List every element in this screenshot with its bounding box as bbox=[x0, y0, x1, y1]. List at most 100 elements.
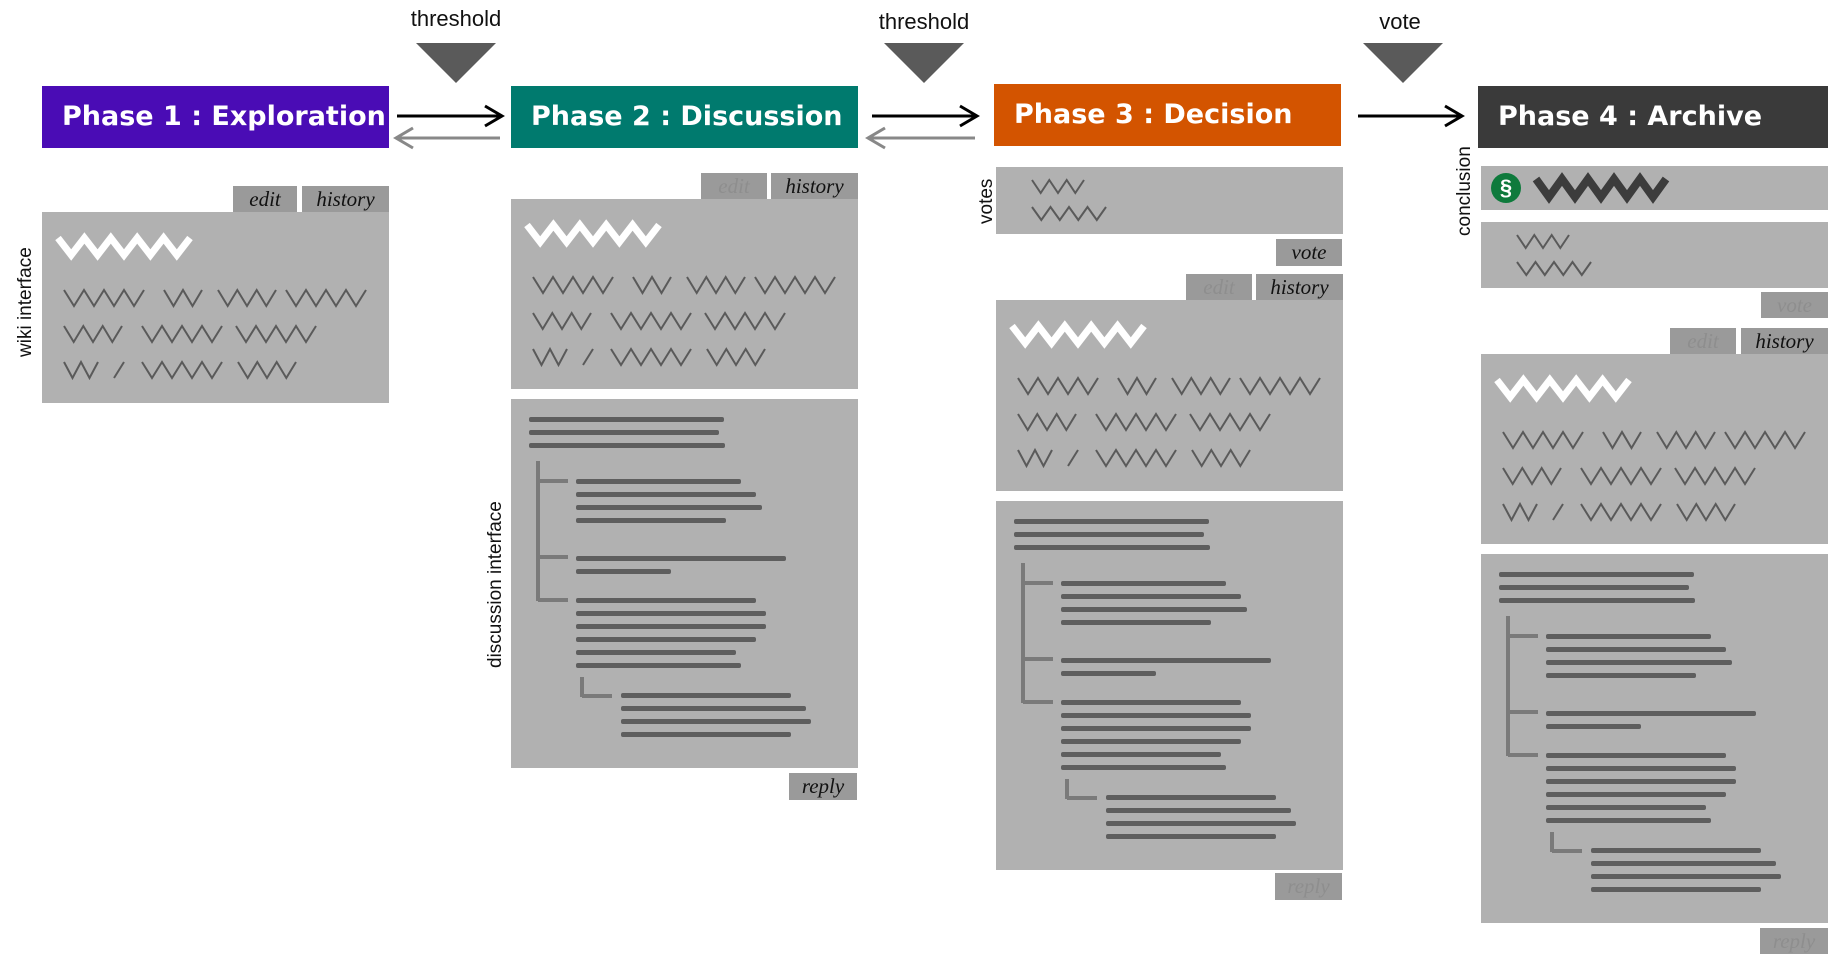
phase1-line-1-word-4 bbox=[285, 288, 367, 308]
phase1-line-1-word-3 bbox=[217, 288, 277, 308]
phase1-line-1-word-2 bbox=[163, 288, 203, 308]
phase2-reply-3-line-5 bbox=[576, 650, 736, 655]
phase2-line-3-slash bbox=[582, 348, 594, 366]
phase2-edit-tab[interactable]: edit bbox=[701, 173, 767, 199]
phase3-line-1-word-4 bbox=[1239, 376, 1321, 396]
phase4-vote-button[interactable]: vote bbox=[1761, 292, 1828, 318]
phase1-line-2-word-3 bbox=[235, 324, 317, 344]
phase4-line-3-slash bbox=[1552, 503, 1564, 521]
phase1-line-3-word-3 bbox=[237, 360, 297, 380]
phase4-post-1-line-2 bbox=[1499, 585, 1689, 590]
phase3-line-1-word-1 bbox=[1017, 376, 1099, 396]
phase3-reply-3-line-5 bbox=[1061, 752, 1221, 757]
phase2-reply-1-line-2 bbox=[576, 492, 756, 497]
trigger-triangle-2 bbox=[884, 43, 964, 83]
transition-arrows bbox=[393, 104, 1465, 150]
phase4-line-1-word-3 bbox=[1656, 430, 1716, 450]
phase1-edit-tab[interactable]: edit bbox=[233, 186, 297, 212]
trigger-label-threshold-1: threshold bbox=[410, 6, 502, 31]
trigger-label-threshold-2: threshold bbox=[878, 9, 970, 34]
phase3-reply-2-line-2 bbox=[1061, 671, 1156, 676]
phase3-reply-3-line-2 bbox=[1061, 713, 1251, 718]
phase4-line-2-word-3 bbox=[1674, 466, 1756, 486]
phase1-line-3-word-2 bbox=[141, 360, 223, 380]
phase3-nested-reply-line-3 bbox=[1106, 821, 1296, 826]
phase3-reply-2-line-1 bbox=[1061, 658, 1271, 663]
phase4-reply-1-line-3 bbox=[1546, 660, 1732, 665]
phase4-reply-3-line-1 bbox=[1546, 753, 1726, 758]
phase4-nested-reply-line-3 bbox=[1591, 874, 1781, 879]
phase2-line-1-word-1 bbox=[532, 275, 614, 295]
phase4-line-2-word-1 bbox=[1502, 466, 1562, 486]
phase3-vote-squiggle-2 bbox=[1031, 205, 1107, 222]
phase3-reply-3-line-3 bbox=[1061, 726, 1251, 731]
phase4-reply-button[interactable]: reply bbox=[1760, 928, 1828, 954]
phase1-line-2-word-1 bbox=[63, 324, 123, 344]
phase4-line-1-word-2 bbox=[1602, 430, 1642, 450]
phase2-reply-button[interactable]: reply bbox=[789, 773, 857, 800]
phase3-line-3-slash bbox=[1067, 449, 1079, 467]
phase2-history-tab[interactable]: history bbox=[771, 173, 858, 199]
phase3-reply-1-line-4 bbox=[1061, 620, 1211, 625]
phase3-edit-tab[interactable]: edit bbox=[1186, 274, 1252, 300]
phase2-reply-1-line-4 bbox=[576, 518, 726, 523]
trigger-label-vote: vote bbox=[1379, 9, 1421, 34]
phase4-reply-1-line-4 bbox=[1546, 673, 1696, 678]
phase-4-header: Phase 4 : Archive bbox=[1478, 86, 1828, 148]
phase4-nested-reply-line-4 bbox=[1591, 887, 1761, 892]
phase4-line-2-word-2 bbox=[1580, 466, 1662, 486]
phase4-reply-3-line-4 bbox=[1546, 792, 1726, 797]
phase4-wiki-panel bbox=[1481, 354, 1828, 544]
phase2-reply-3-line-4 bbox=[576, 637, 756, 642]
phase-2-header: Phase 2 : Discussion bbox=[511, 86, 858, 148]
phase2-reply-3-line-1 bbox=[576, 598, 756, 603]
phase4-reply-3-line-2 bbox=[1546, 766, 1736, 771]
phase4-reply-3-line-3 bbox=[1546, 779, 1736, 784]
phase3-reply-1-line-2 bbox=[1061, 594, 1241, 599]
phase2-line-1-word-2 bbox=[632, 275, 672, 295]
phase3-line-3-word-1 bbox=[1017, 447, 1053, 469]
phase1-history-tab[interactable]: history bbox=[302, 186, 389, 212]
phase4-wiki-title-squiggle bbox=[1494, 374, 1632, 403]
phase3-votes-panel bbox=[996, 167, 1343, 234]
phase2-post-1-line-2 bbox=[529, 430, 719, 435]
phase3-reply-button[interactable]: reply bbox=[1275, 873, 1342, 900]
phase2-nested-reply-line-4 bbox=[621, 732, 791, 737]
phase2-line-1-word-4 bbox=[754, 275, 836, 295]
phase2-nested-reply-line-3 bbox=[621, 719, 811, 724]
phase2-line-2-word-2 bbox=[610, 311, 692, 331]
phase2-line-3-word-3 bbox=[706, 347, 766, 367]
phase1-wiki-title-squiggle bbox=[55, 232, 193, 261]
phase4-line-3-word-1 bbox=[1502, 501, 1538, 523]
phase4-conclusion-squiggle bbox=[1532, 172, 1670, 204]
phase3-post-1-line-2 bbox=[1014, 532, 1204, 537]
phase4-reply-3-line-6 bbox=[1546, 818, 1711, 823]
phase4-reply-1-line-2 bbox=[1546, 647, 1726, 652]
phase3-reply-1-line-1 bbox=[1061, 581, 1226, 586]
phase4-history-tab[interactable]: history bbox=[1741, 328, 1828, 354]
phase2-line-2-word-1 bbox=[532, 311, 592, 331]
phase4-reply-1-line-1 bbox=[1546, 634, 1711, 639]
phase4-vote-squiggle-1 bbox=[1516, 233, 1570, 250]
phase4-post-1-line-3 bbox=[1499, 598, 1695, 603]
phase3-reply-3-line-6 bbox=[1061, 765, 1226, 770]
phase2-reply-3-line-3 bbox=[576, 624, 766, 629]
phase2-nested-reply-line-2 bbox=[621, 706, 806, 711]
phase3-reply-3-line-1 bbox=[1061, 700, 1241, 705]
phase3-post-1-line-3 bbox=[1014, 545, 1210, 550]
phase2-reply-3-line-2 bbox=[576, 611, 766, 616]
phase3-reply-3-line-4 bbox=[1061, 739, 1241, 744]
phase2-post-1-line-1 bbox=[529, 417, 724, 422]
phase2-nested-reply-line-1 bbox=[621, 693, 791, 698]
phase2-line-1-word-3 bbox=[686, 275, 746, 295]
phase4-line-1-word-1 bbox=[1502, 430, 1584, 450]
phase3-vote-button[interactable]: vote bbox=[1276, 239, 1342, 266]
phase3-history-tab[interactable]: history bbox=[1256, 274, 1343, 300]
phase3-line-2-word-1 bbox=[1017, 412, 1077, 432]
phase2-wiki-panel bbox=[511, 199, 858, 389]
phase4-edit-tab[interactable]: edit bbox=[1670, 328, 1736, 354]
phase3-nested-reply-line-2 bbox=[1106, 808, 1291, 813]
phase3-vote-squiggle-1 bbox=[1031, 178, 1085, 195]
phase1-line-3-slash bbox=[113, 361, 125, 379]
